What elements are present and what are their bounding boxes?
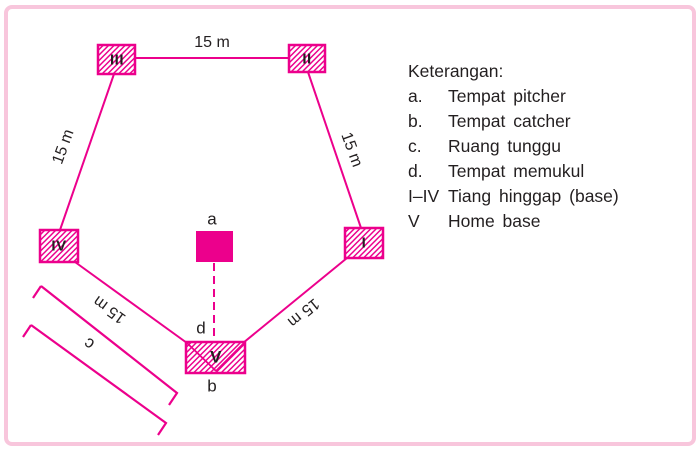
legend-text: Tempat catcher [448, 111, 571, 131]
legend-text: Home base [448, 211, 541, 231]
legend-item-c: c. Ruang tunggu [408, 134, 619, 159]
legend-title: Keterangan: [408, 61, 504, 81]
legend-key: c. [408, 136, 422, 156]
field-edges [59, 57, 362, 344]
legend-item-home: V Home base [408, 209, 619, 234]
legend-text: Tempat memukul [448, 161, 585, 181]
batting-label: d [196, 318, 206, 338]
base-2-box [287, 43, 327, 74]
waiting-area-brackets [22, 285, 179, 436]
legend-item-a: a. Tempat pitcher [408, 84, 619, 109]
base-1-box [343, 226, 385, 260]
home-base-label: V [210, 347, 222, 367]
legend-key: V [408, 211, 420, 231]
catcher-label: b [207, 376, 217, 396]
legend-key: b. [408, 111, 423, 131]
legend-key: I–IV [408, 186, 440, 206]
legend: Keterangan: a. Tempat pitcher b. Tempat … [408, 59, 619, 234]
base-3-box [96, 43, 137, 76]
pitcher-box [196, 231, 233, 262]
bases [38, 43, 385, 375]
base-4-box [38, 228, 80, 264]
legend-text: Ruang tunggu [448, 136, 561, 156]
home-base-inner-lines [185, 341, 246, 372]
base-2-label: II [302, 50, 312, 68]
legend-text: Tiang hinggap (base) [448, 186, 619, 206]
legend-key: a. [408, 86, 423, 106]
base-1-label: I [361, 234, 367, 252]
base-4-label: IV [51, 237, 67, 255]
base-3-label: III [109, 51, 125, 69]
legend-item-d: d. Tempat memukul [408, 159, 619, 184]
legend-key: d. [408, 161, 423, 181]
legend-item-b: b. Tempat catcher [408, 109, 619, 134]
distance-label-top: 15 m [194, 34, 230, 51]
legend-item-bases: I–IV Tiang hinggap (base) [408, 184, 619, 209]
pitcher-label: a [207, 209, 217, 229]
legend-text: Tempat pitcher [448, 86, 566, 106]
home-base-box [184, 340, 247, 375]
